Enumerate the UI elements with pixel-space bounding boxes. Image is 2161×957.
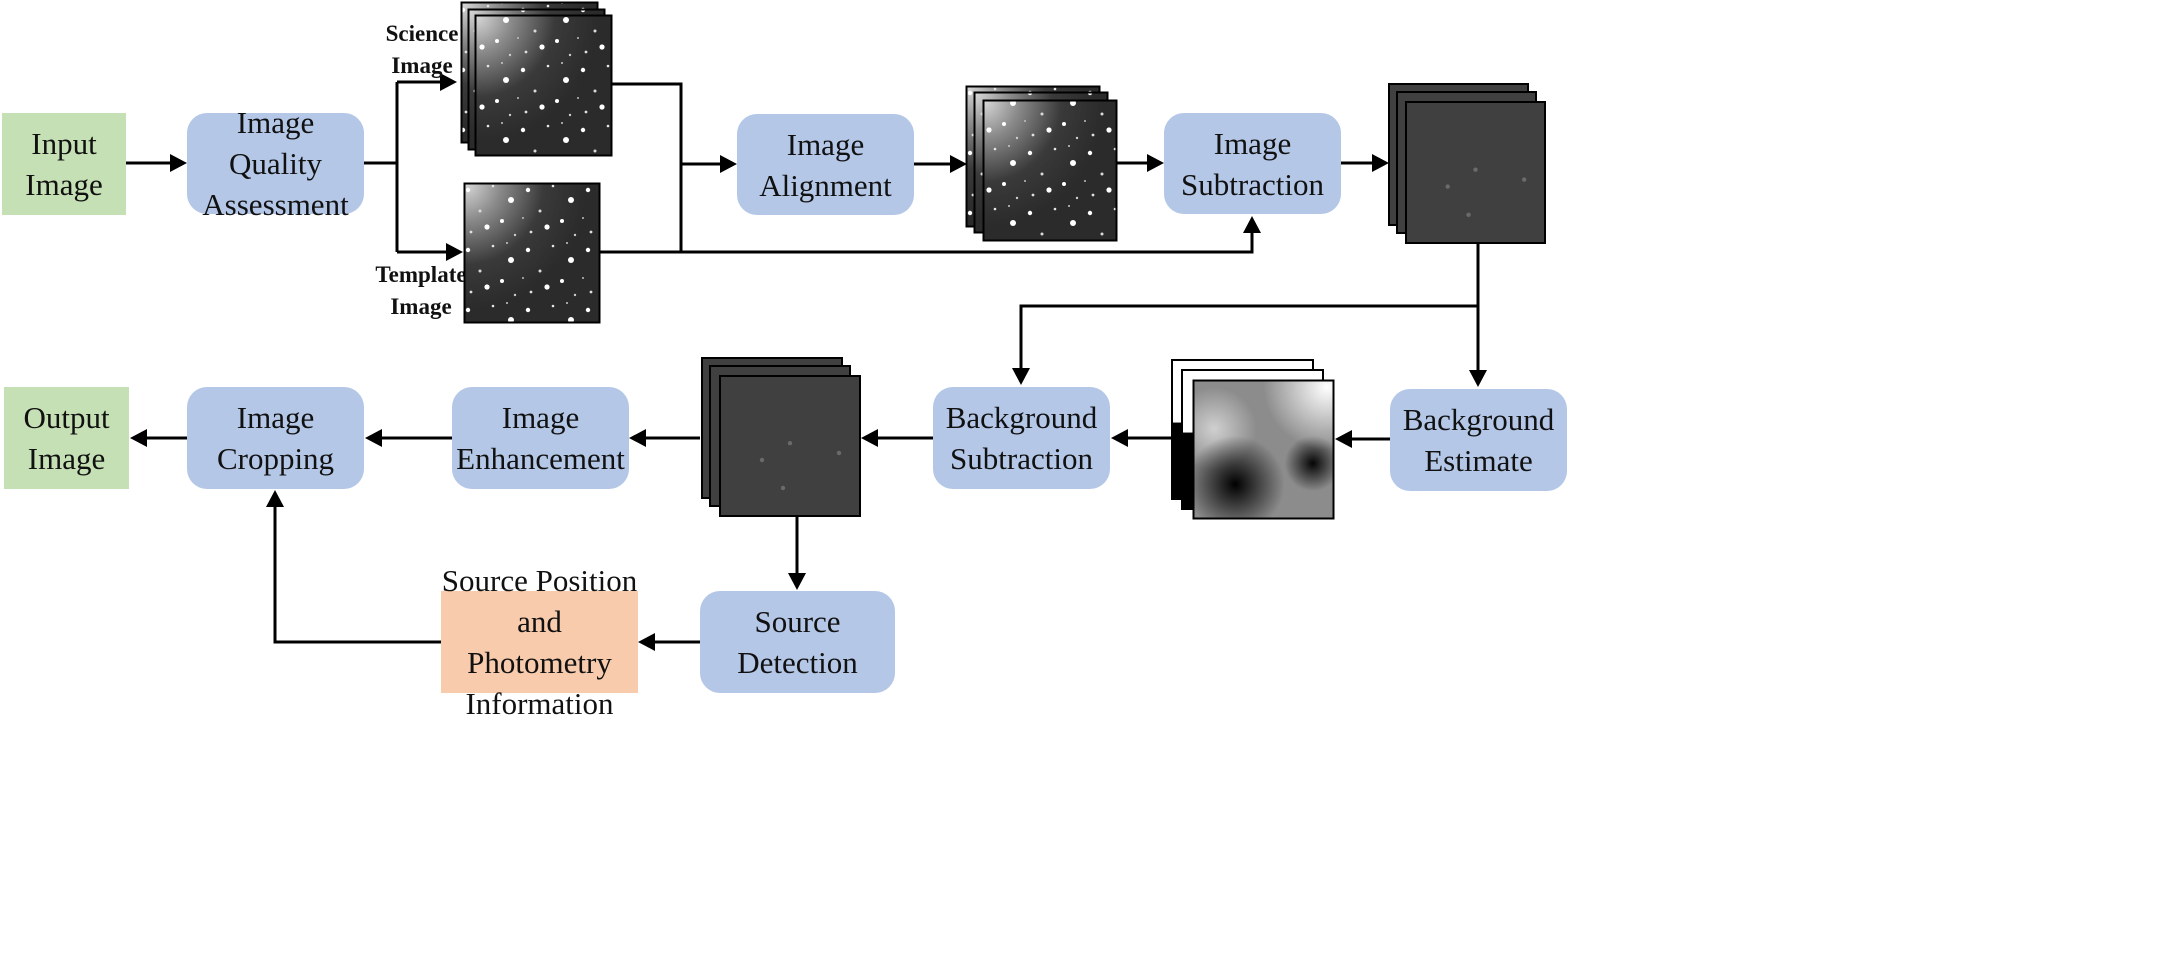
input-image-node: Input Image [2,113,126,215]
background-map-layer-3 [1192,379,1335,520]
template-image-label: Template Image [375,262,467,319]
background-subtraction-node: Background Subtraction [933,387,1110,489]
arrowhead-template-to-subtraction [1243,216,1261,233]
science-image-layer-3 [474,14,613,157]
output-image-label: Output Image [23,400,110,476]
background-subtracted-stack [701,357,861,517]
difference-image-layer-3 [1405,101,1546,244]
connector-to-bg-subtraction [1019,304,1478,368]
arrowhead-to-alignment [720,155,737,173]
arrowhead-to-bg-subtraction [1012,368,1030,385]
science-image-label: Science Image [385,21,459,78]
arrowhead-info-to-cropping [266,490,284,507]
arrowhead-subtraction-out [1372,154,1389,172]
image-subtraction-label: Image Subtraction [1181,125,1324,202]
image-cropping-label: Image Cropping [216,400,335,476]
arrowhead-to-output [130,429,147,447]
image-alignment-label: Image Alignment [759,126,892,203]
background-estimate-node: Background Estimate [1390,389,1567,491]
source-detection-label: Source Detection [737,604,858,680]
connector-template-to-subtraction [599,233,1254,254]
template-image-face [463,182,601,324]
arrowhead-to-enhancement [629,429,646,447]
aligned-image-stack [965,85,1118,242]
difference-image-stack [1388,83,1546,244]
arrowhead-to-science [440,73,457,91]
arrowhead-to-template [446,243,463,261]
image-enhancement-node: Image Enhancement [452,387,629,489]
image-cropping-node: Image Cropping [187,387,364,489]
aligned-image-layer-3 [982,99,1118,242]
template-image [463,182,601,324]
arrowhead-detection-out [638,633,655,651]
input-image-label: Input Image [25,126,103,202]
image-quality-assessment-label: Image Quality Assessment [202,105,349,222]
arrowhead-to-detection [788,573,806,590]
background-subtracted-layer-3 [719,375,861,517]
image-alignment-node: Image Alignment [737,114,914,215]
image-quality-assessment-node: Image Quality Assessment [187,105,364,222]
background-subtraction-label: Background Subtraction [945,400,1098,476]
source-detection-node: Source Detection [700,591,895,693]
arrowhead-alignment-out [950,155,967,173]
background-map-stack [1171,359,1335,520]
connector-science-out [612,82,683,252]
source-info-label: Source Position and Photometry Informati… [441,563,638,721]
arrowhead-bg-subtraction-out [861,429,878,447]
output-image-node: Output Image [4,387,129,489]
arrowhead-bg-map-out [1111,429,1128,447]
source-info-node: Source Position and Photometry Informati… [441,563,638,721]
arrowhead-to-bg-estimate [1469,370,1487,387]
connector-info-to-cropping [273,507,441,644]
background-estimate-label: Background Estimate [1402,402,1555,478]
arrowhead-input-to-iqa [170,154,187,172]
arrowhead-to-cropping [365,429,382,447]
arrowhead-to-subtraction [1147,154,1164,172]
science-image-stack [460,1,613,157]
image-subtraction-node: Image Subtraction [1164,113,1341,214]
image-enhancement-label: Image Enhancement [456,400,625,476]
arrowhead-bg-estimate-out [1335,430,1352,448]
